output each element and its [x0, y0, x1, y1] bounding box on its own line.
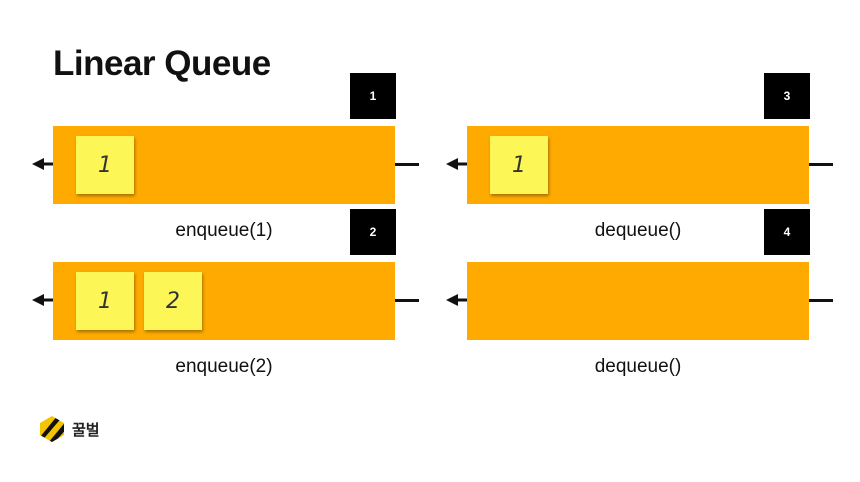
page-title: Linear Queue: [53, 44, 271, 83]
input-line: [809, 299, 833, 302]
honey-stripe-icon: [40, 416, 64, 442]
step-badge: 2: [350, 209, 396, 255]
input-line: [395, 299, 419, 302]
logo-text: 꿀벌: [72, 421, 100, 439]
step-badge: 3: [764, 73, 810, 119]
input-line: [809, 163, 833, 166]
queue-item: 1: [490, 136, 548, 194]
queue-item: 1: [76, 136, 134, 194]
input-line: [395, 163, 419, 166]
output-arrow-icon: [446, 294, 468, 306]
output-arrow-icon: [446, 158, 468, 170]
queue-bar: 1 2: [53, 262, 395, 340]
queue-bar: 1: [53, 126, 395, 204]
queue-bar: 1: [467, 126, 809, 204]
queue-item: 1: [76, 272, 134, 330]
step-badge: 1: [350, 73, 396, 119]
queue-bar: [467, 262, 809, 340]
step-badge: 4: [764, 209, 810, 255]
queue-panel-4: 4 dequeue(): [446, 209, 860, 377]
operation-caption: enqueue(2): [175, 356, 273, 377]
operation-caption: enqueue(1): [175, 220, 273, 241]
output-arrow-icon: [32, 158, 54, 170]
queue-panel-2: 1 2 2 enqueue(2): [32, 209, 452, 377]
operation-caption: dequeue(): [594, 220, 682, 241]
queue-panel-1: 1 1 enqueue(1): [32, 73, 452, 241]
output-arrow-icon: [32, 294, 54, 306]
operation-caption: dequeue(): [594, 356, 682, 377]
queue-panel-3: 1 3 dequeue(): [446, 73, 860, 241]
queue-item: 2: [144, 272, 202, 330]
